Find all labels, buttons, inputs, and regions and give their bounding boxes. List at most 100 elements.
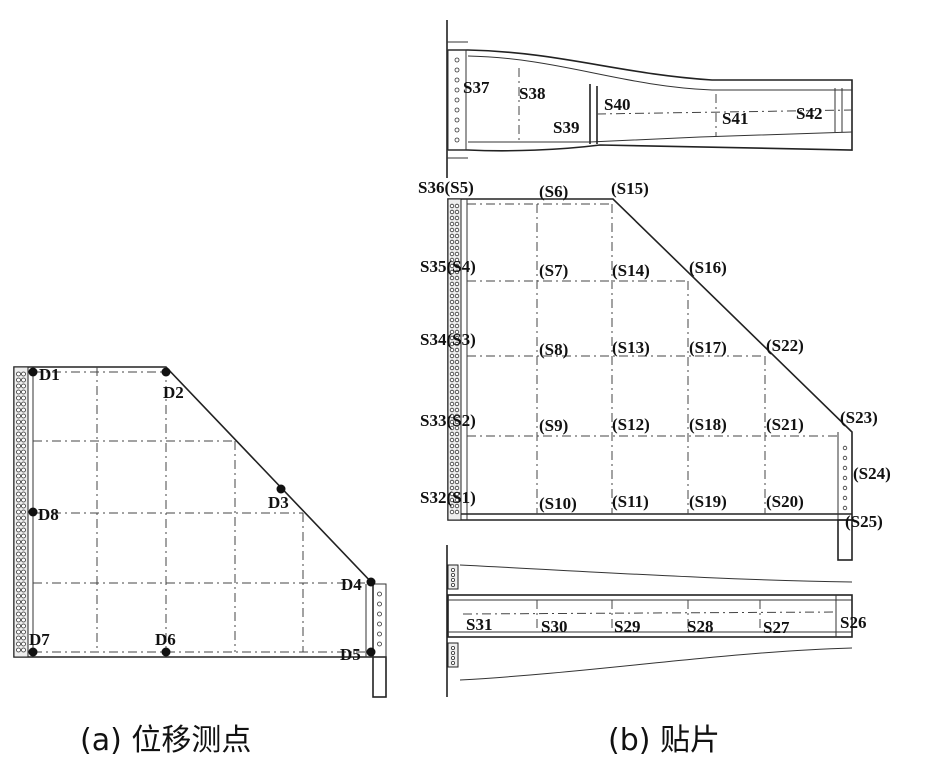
- bolt-hole-icon: [21, 377, 26, 383]
- bolt-hole-icon: [454, 57, 460, 63]
- bolt-hole-icon: [454, 287, 460, 293]
- bolt-hole-icon: [454, 485, 460, 491]
- gauge-label-s34-s3: S34(S3): [420, 330, 476, 349]
- bolt-hole-icon: [449, 467, 455, 473]
- bolt-hole-icon: [21, 575, 26, 581]
- bolt-hole-icon: [449, 305, 455, 311]
- bolt-hole-icon: [454, 395, 460, 401]
- gauge-label-s27: S27: [763, 618, 790, 637]
- bolt-hole-icon: [449, 461, 455, 467]
- bolt-hole-icon: [21, 503, 26, 509]
- bolt-hole-icon: [377, 631, 382, 637]
- gauge-label-s33-s2: S33(S2): [420, 411, 476, 430]
- bolt-hole-icon: [449, 287, 455, 293]
- bolt-hole-icon: [16, 647, 21, 653]
- bolt-hole-icon: [16, 587, 21, 593]
- bolt-hole-icon: [449, 275, 455, 281]
- bolt-hole-icon: [454, 77, 460, 83]
- bolt-hole-icon: [16, 383, 21, 389]
- panel-b-top-section: S37 S38 S39 S40 S41 S42: [446, 20, 853, 178]
- bolt-hole-icon: [16, 479, 21, 485]
- bolt-hole-icon: [21, 479, 26, 485]
- bolt-hole-icon: [454, 227, 460, 233]
- bolt-hole-icon: [16, 509, 21, 515]
- bolt-hole-icon: [454, 323, 460, 329]
- bolt-hole-icon: [16, 443, 21, 449]
- bolt-hole-icon: [21, 641, 26, 647]
- bolt-hole-icon: [454, 473, 460, 479]
- bolt-hole-icon: [454, 127, 460, 133]
- bolt-hole-icon: [454, 437, 460, 443]
- bolt-hole-icon: [450, 573, 455, 578]
- bolt-hole-icon: [21, 473, 26, 479]
- bolt-hole-icon: [16, 599, 21, 605]
- gauge-label-s20: (S20): [766, 492, 804, 511]
- label-d4: D4: [341, 575, 362, 594]
- panel-b-gauge-plate: S36(S5) (S6) (S15) S35(S4) (S7) (S14) (S…: [418, 178, 891, 561]
- gauge-label-s41: S41: [722, 109, 748, 128]
- gauge-label-s25: (S25): [845, 512, 883, 531]
- bolt-hole-icon: [454, 443, 460, 449]
- bolt-hole-icon: [16, 395, 21, 401]
- panel-a-displacement-layout: D1 D2 D3 D4 D5 D6 D7 D8: [13, 365, 387, 698]
- bolt-hole-icon: [21, 581, 26, 587]
- label-d6: D6: [155, 630, 176, 649]
- bolt-hole-icon: [454, 269, 460, 275]
- gauge-label-s30: S30: [541, 617, 567, 636]
- bolt-hole-icon: [16, 407, 21, 413]
- bolt-hole-icon: [454, 425, 460, 431]
- bolt-hole-icon: [449, 497, 455, 503]
- bolt-hole-icon: [16, 491, 21, 497]
- bolt-hole-icon: [21, 389, 26, 395]
- bolt-hole-icon: [16, 377, 21, 383]
- bolt-hole-icon: [449, 413, 455, 419]
- bolt-hole-icon: [21, 497, 26, 503]
- bolt-hole-icon: [21, 443, 26, 449]
- bolt-hole-icon: [16, 473, 21, 479]
- bolt-hole-icon: [454, 491, 460, 497]
- bolt-hole-icon: [454, 203, 460, 209]
- bolt-hole-icon: [449, 203, 455, 209]
- bolt-hole-icon: [449, 227, 455, 233]
- bolt-hole-icon: [16, 635, 21, 641]
- bolt-hole-icon: [21, 455, 26, 461]
- bolt-hole-icon: [449, 419, 455, 425]
- gauge-label-s37: S37: [463, 78, 490, 97]
- bolt-hole-icon: [454, 97, 460, 103]
- bolt-hole-icon: [449, 359, 455, 365]
- gauge-label-s32-s1: S32(S1): [420, 488, 476, 507]
- point-marker-d3: [276, 484, 286, 494]
- gauge-label-s38: S38: [519, 84, 545, 103]
- gauge-label-s13: (S13): [612, 338, 650, 357]
- gauge-label-s17: (S17): [689, 338, 727, 357]
- bolt-hole-icon: [454, 293, 460, 299]
- bolt-hole-icon: [449, 311, 455, 317]
- point-marker-d7: [28, 647, 38, 657]
- bolt-hole-icon: [842, 475, 848, 481]
- bolt-hole-icon: [449, 503, 455, 509]
- bolt-hole-icon: [449, 491, 455, 497]
- bolt-hole-icon: [449, 257, 455, 263]
- bolt-hole-icon: [454, 299, 460, 305]
- label-d1: D1: [39, 365, 60, 384]
- point-marker-d8: [28, 507, 38, 517]
- label-d5: D5: [340, 645, 361, 664]
- bolt-hole-icon: [449, 407, 455, 413]
- bolt-hole-icon: [16, 461, 21, 467]
- bolt-hole-icon: [21, 617, 26, 623]
- gauge-label-s36-s5: S36(S5): [418, 178, 474, 197]
- bolt-hole-icon: [16, 563, 21, 569]
- gauge-label-s15: (S15): [611, 179, 649, 198]
- bolt-hole-icon: [377, 641, 382, 647]
- bolt-hole-icon: [21, 371, 26, 377]
- bolt-hole-icon: [16, 623, 21, 629]
- bolt-hole-icon: [454, 257, 460, 263]
- bolt-hole-icon: [454, 413, 460, 419]
- bolt-hole-icon: [449, 263, 455, 269]
- gauge-label-s16: (S16): [689, 258, 727, 277]
- bolt-hole-icon: [21, 425, 26, 431]
- point-marker-d6: [161, 647, 171, 657]
- bolt-hole-icon: [21, 557, 26, 563]
- bolt-hole-icon: [454, 431, 460, 437]
- bolt-hole-icon: [449, 341, 455, 347]
